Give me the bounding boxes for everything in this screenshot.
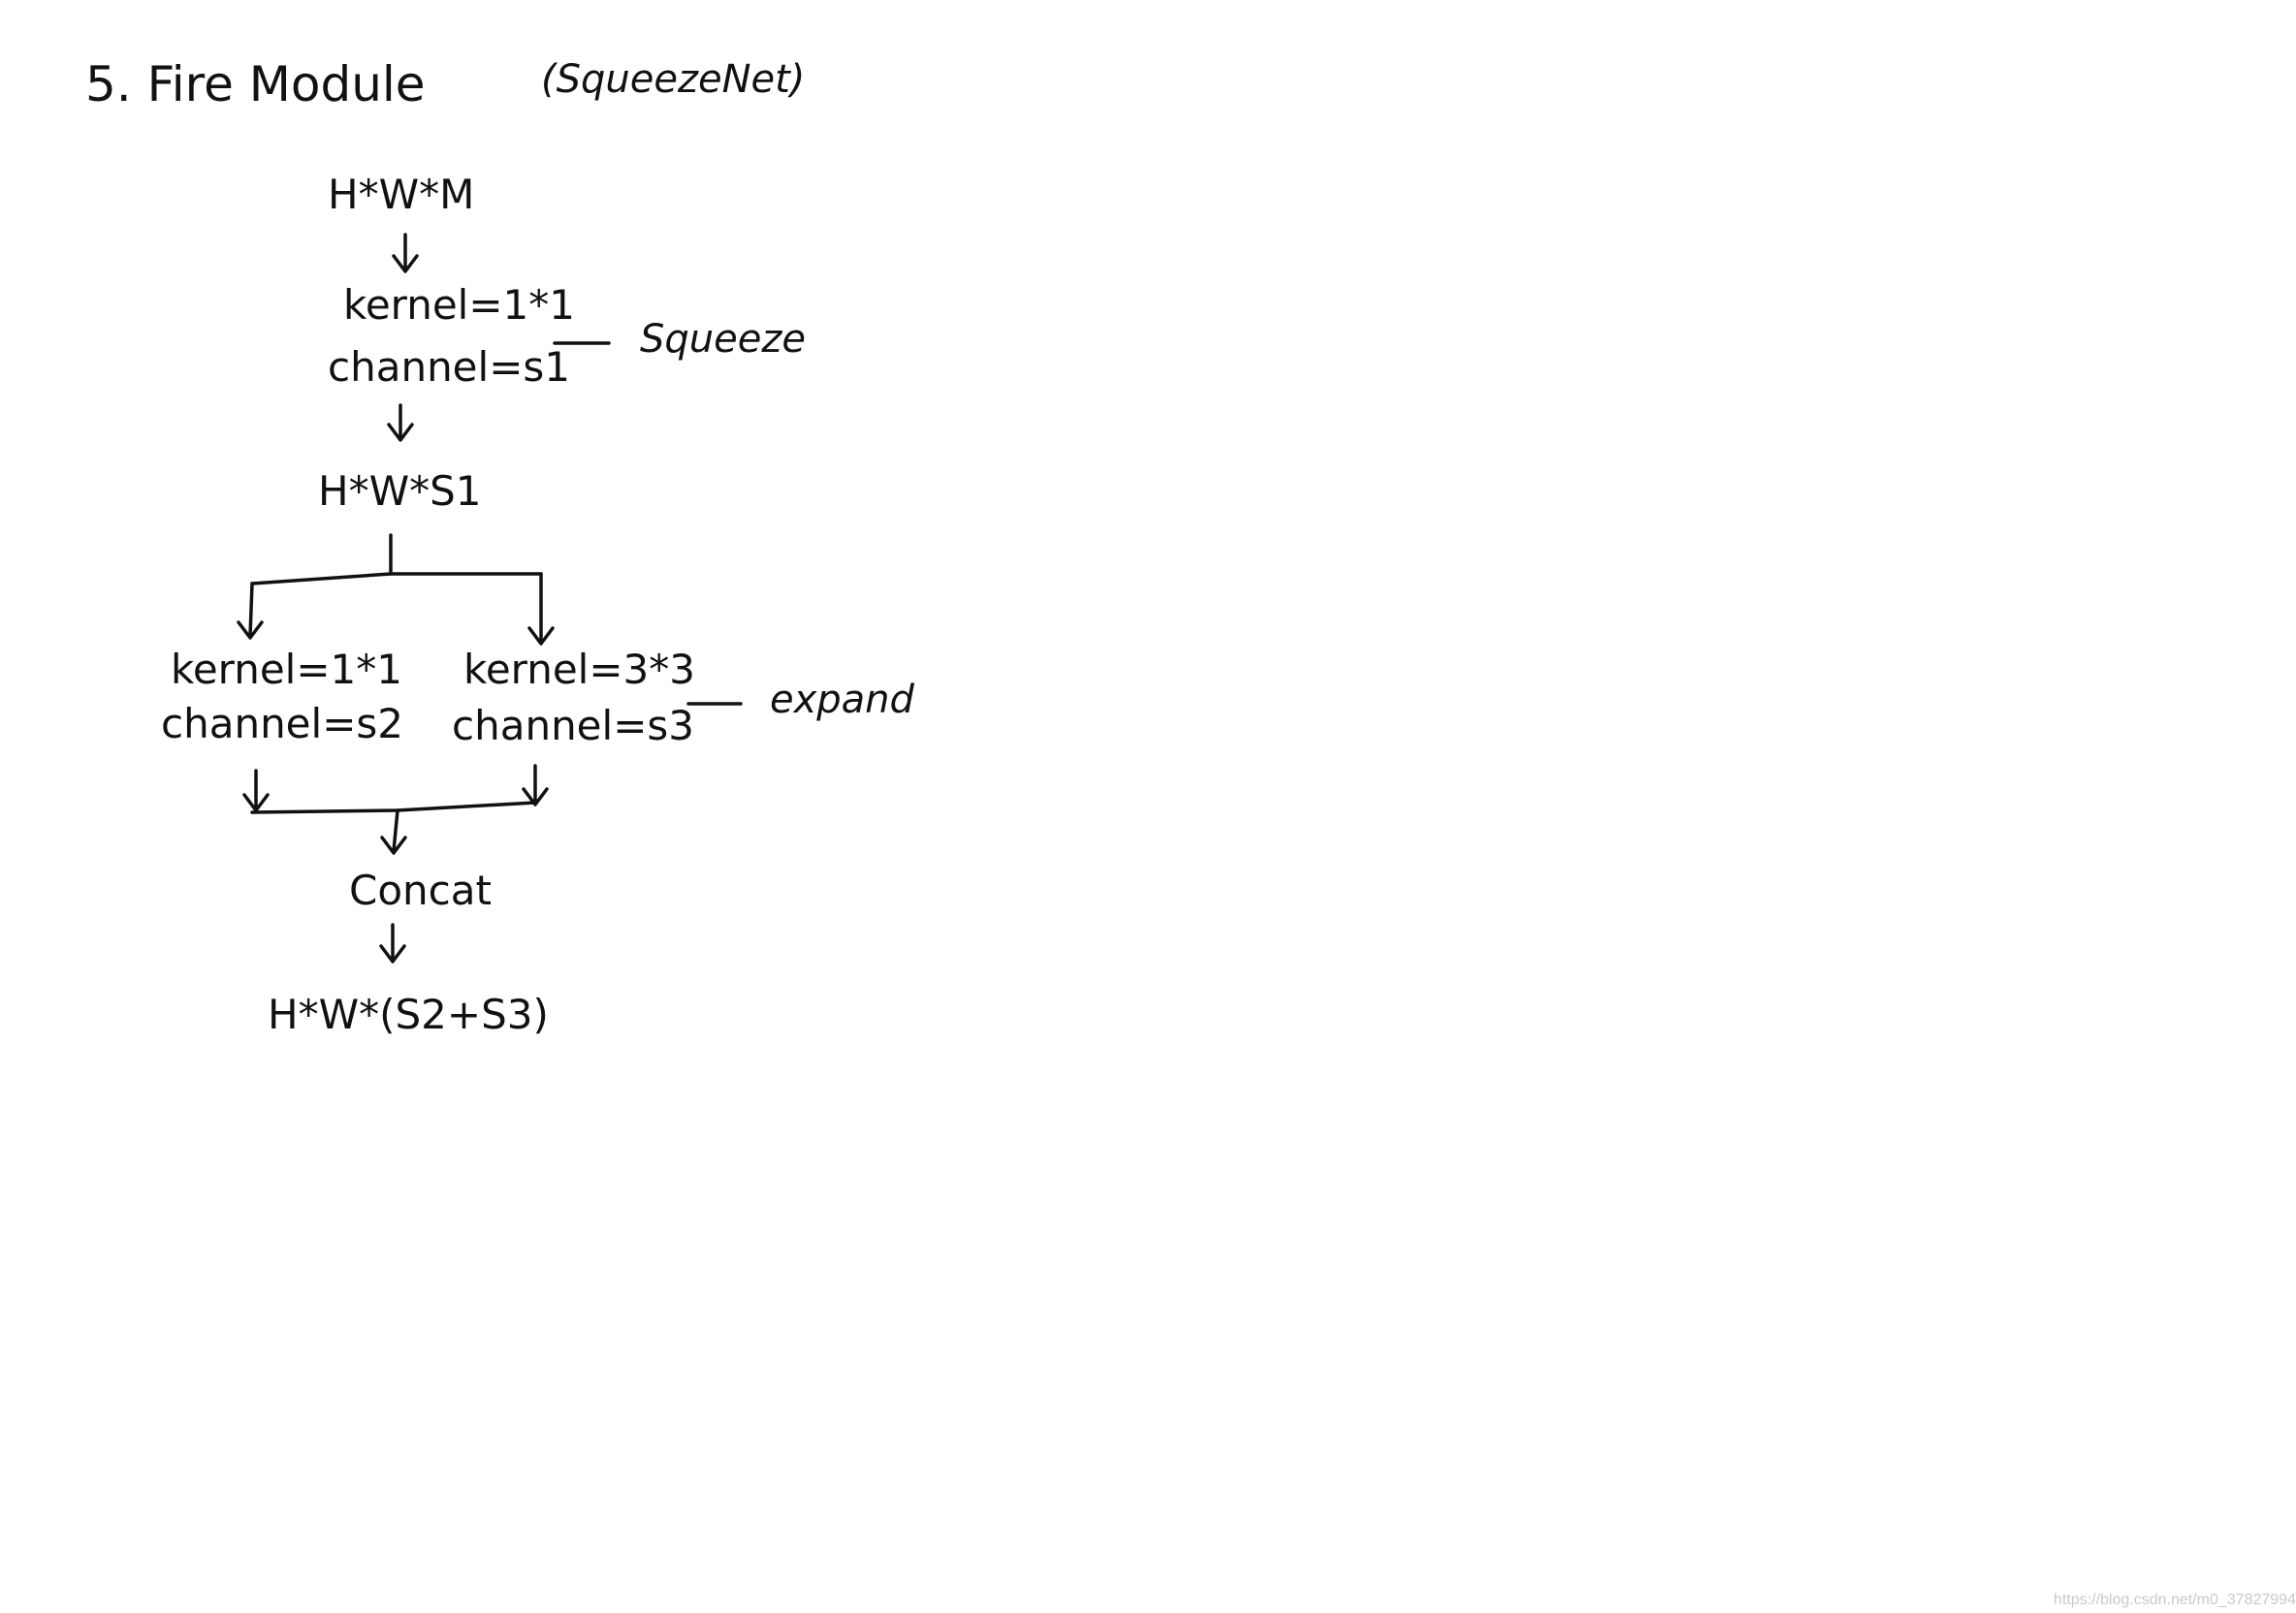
node-output: H*W*(S2+S3) <box>268 991 549 1038</box>
arrow-expand3-down <box>522 764 549 806</box>
node-squeeze-channel: channel=s1 <box>328 343 570 391</box>
split-connector <box>250 533 543 585</box>
page-title: 5. Fire Module <box>85 56 426 112</box>
watermark: https://blog.csdn.net/m0_37827994 <box>2054 1592 2296 1608</box>
merge-connector <box>250 801 537 855</box>
node-expand3-channel: channel=s3 <box>452 702 694 749</box>
arrow-split-to-expand1 <box>237 582 264 640</box>
page-subtitle: (SqueezeNet) <box>541 57 806 102</box>
arrow-expand1-down <box>242 769 270 812</box>
arrow-concat-to-output <box>379 923 406 964</box>
label-squeeze: Squeeze <box>640 317 806 362</box>
node-expand3-kernel: kernel=3*3 <box>463 646 695 693</box>
arrow-split-to-expand3 <box>527 572 555 646</box>
node-squeeze-kernel: kernel=1*1 <box>343 281 575 329</box>
node-squeeze-output: H*W*S1 <box>318 467 482 515</box>
arrow-squeeze-to-s1 <box>387 403 414 442</box>
node-concat: Concat <box>349 867 492 914</box>
label-expand: expand <box>770 678 914 722</box>
node-input: H*W*M <box>328 171 475 218</box>
node-expand1-channel: channel=s2 <box>161 700 403 747</box>
node-expand1-kernel: kernel=1*1 <box>171 646 402 693</box>
arrow-input-to-squeeze <box>392 233 419 273</box>
